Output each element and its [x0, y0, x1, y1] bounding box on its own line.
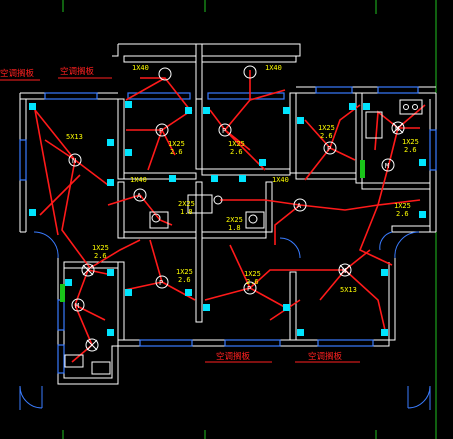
- label-top-left-a: 1X25: [168, 140, 185, 148]
- motor-letter: M: [75, 302, 79, 310]
- lamp-p-1: [155, 123, 169, 137]
- note-leaders: [0, 77, 360, 363]
- lamp-letter: A: [137, 192, 142, 200]
- label-left-bedroom: 5X13: [66, 133, 83, 141]
- door-arcs: [19, 231, 431, 410]
- bath-fixture-2: [245, 211, 265, 229]
- label-corridor-right: 1X40: [272, 176, 289, 184]
- ac-board-note-3: 空调搁板: [216, 351, 251, 362]
- fan-left-bedroom: [68, 153, 82, 167]
- label-top-mid-a: 1X25: [228, 140, 245, 148]
- fresh-air-units: [60, 160, 365, 302]
- balcony-lamp-right: [243, 65, 257, 79]
- label-balcony-left: 1X40: [132, 64, 149, 72]
- label-corridor-left: 1X40: [130, 176, 147, 184]
- lamp-p-3: [323, 141, 337, 155]
- motor-right: [381, 158, 395, 172]
- label-right-lower-b: 2.6: [396, 210, 409, 218]
- lamp-letter: P: [247, 285, 251, 293]
- lamp-p-5: [243, 281, 257, 295]
- label-bath-left-a: 2X25: [178, 200, 195, 208]
- motor-left: [71, 298, 85, 312]
- label-right-lower-a: 1X25: [394, 202, 411, 210]
- label-top-left-b: 2.6: [170, 148, 183, 156]
- fixture-label-group: 1X40 1X40 5X13 1X25 2.6 1X25 2.6 1X25 2.…: [66, 64, 419, 294]
- label-lower-left-b: 2.6: [94, 252, 107, 260]
- fan-letter: N: [342, 267, 346, 275]
- bath-fixture-1: [187, 194, 213, 214]
- label-balcony-right: 1X40: [265, 64, 282, 72]
- label-right-bedroom-a: 1X25: [402, 138, 419, 146]
- cabinet-right: [365, 111, 383, 139]
- label-living-mid-b: 2.6: [246, 278, 259, 286]
- balcony-lamp-left: [158, 67, 172, 81]
- sockets: [29, 101, 426, 336]
- stove-left: [64, 354, 84, 368]
- fan-letter: N: [395, 125, 399, 133]
- label-top-mid-b: 2.6: [230, 148, 243, 156]
- fan-living: [338, 263, 352, 277]
- label-top-right-b: 2.6: [320, 132, 333, 140]
- fan-lower-left: [81, 263, 95, 277]
- label-living-right: 5X13: [340, 286, 357, 294]
- window-frames: [19, 86, 437, 374]
- bath-fixture-3: [149, 211, 169, 229]
- ac-board-notes: 空调搁板 空调搁板 空调搁板 空调搁板: [0, 66, 343, 362]
- lamp-letter: P: [159, 127, 163, 135]
- lamp-letter: A: [297, 202, 302, 210]
- label-top-right-a: 1X25: [318, 124, 335, 132]
- lamp-letter: P: [222, 127, 226, 135]
- label-living-left-b: 2.6: [178, 276, 191, 284]
- lamp-letter: P: [327, 145, 331, 153]
- lamp-letter: P: [159, 279, 163, 287]
- fixtures: [64, 65, 423, 375]
- stove-right: [399, 99, 423, 115]
- fan-lower-left-2: [85, 338, 99, 352]
- label-living-left-a: 1X25: [176, 268, 193, 276]
- lamp-p-2: [218, 123, 232, 137]
- label-bath-right-a: 2X25: [226, 216, 243, 224]
- lamp-p-6: [133, 188, 147, 202]
- sink-lower: [91, 361, 111, 375]
- fixture-letters: N N N P P P P P A A M M: [72, 125, 399, 310]
- label-right-bedroom-b: 2.6: [404, 146, 417, 154]
- ac-board-note-1: 空调搁板: [0, 68, 35, 79]
- lamp-p-7: [293, 198, 307, 212]
- lamp-p-4: [155, 275, 169, 289]
- motor-letter: M: [385, 162, 389, 170]
- label-bath-right-b: 1.8: [228, 224, 241, 232]
- label-bath-left-b: 1.8: [180, 208, 193, 216]
- label-living-mid-a: 1X25: [244, 270, 261, 278]
- ac-board-note-4: 空调搁板: [308, 351, 343, 362]
- fan-letter: N: [72, 157, 76, 165]
- label-lower-left-a: 1X25: [92, 244, 109, 252]
- ac-board-note-2: 空调搁板: [60, 66, 95, 77]
- fan-right-bedroom: [391, 121, 405, 135]
